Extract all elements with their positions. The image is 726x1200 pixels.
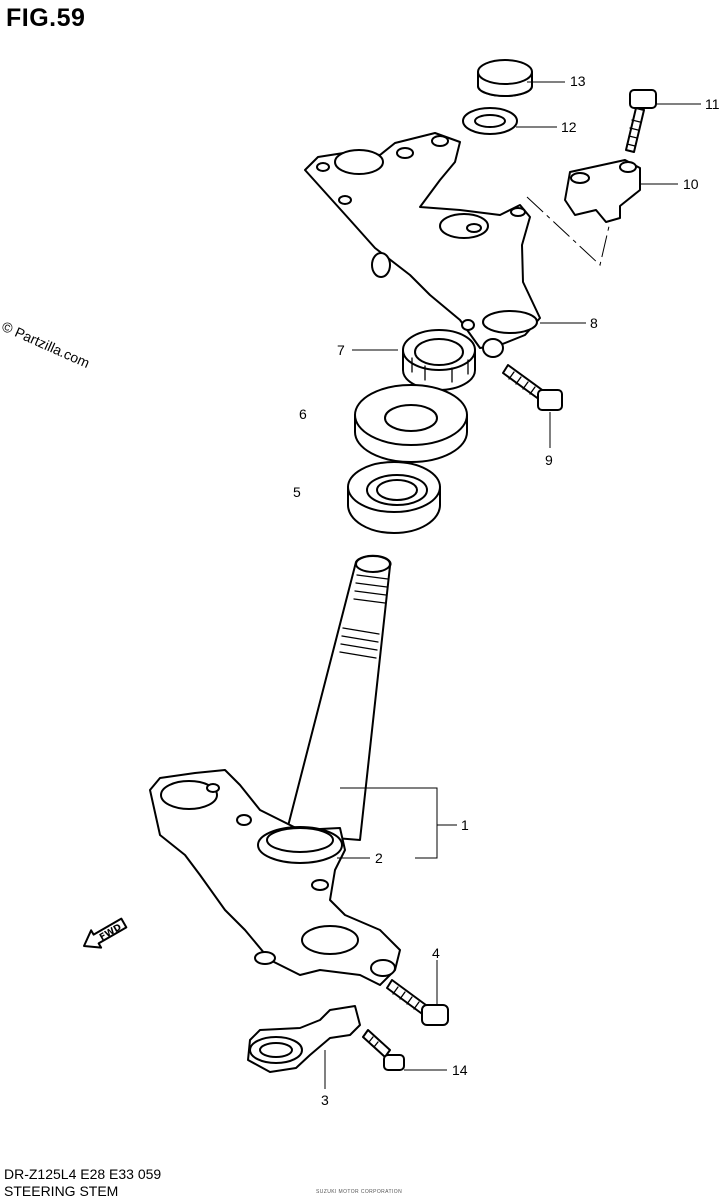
part-3-hose-clamp[interactable] [247,1005,361,1073]
part-number-9: 9 [545,452,553,468]
part-11-bolt[interactable] [625,89,657,153]
figure-title: FIG.59 [6,4,86,32]
part-6-dust-cover[interactable] [354,384,468,463]
part-8-upper-bracket[interactable] [304,132,541,358]
part-number-1: 1 [461,817,469,833]
part-number-7: 7 [337,342,345,358]
part-14-clamp-screw[interactable] [362,1029,405,1071]
part-number-13: 13 [570,73,586,89]
part-13-cap[interactable] [477,59,533,97]
part-number-14: 14 [452,1062,468,1078]
part-number-6: 6 [299,406,307,422]
footer-small-print: SUZUKI MOTOR CORPORATION [316,1189,403,1195]
footer-assembly-name: STEERING STEM [4,1183,119,1199]
part-number-3: 3 [321,1092,329,1108]
fwd-arrow-icon: FWD [83,917,128,949]
part-number-2: 2 [375,850,383,866]
part-7-stem-nut[interactable] [402,329,476,391]
part-number-11: 11 [705,96,720,112]
part-1-steering-stem[interactable] [149,554,401,986]
part-number-4: 4 [432,945,440,961]
part-number-12: 12 [561,119,577,135]
leader-lines [324,81,701,1089]
part-4-bolt[interactable] [386,979,449,1026]
part-12-washer[interactable] [462,107,518,135]
footer-model-line: DR-Z125L4 E28 E33 059 [4,1166,162,1182]
part-number-10: 10 [683,176,699,192]
part-number-5: 5 [293,484,301,500]
part-10-handlebar-holder[interactable] [564,159,641,223]
part-5-bearing[interactable] [347,461,441,534]
part-9-bolt[interactable] [502,364,563,411]
part-number-8: 8 [590,315,598,331]
